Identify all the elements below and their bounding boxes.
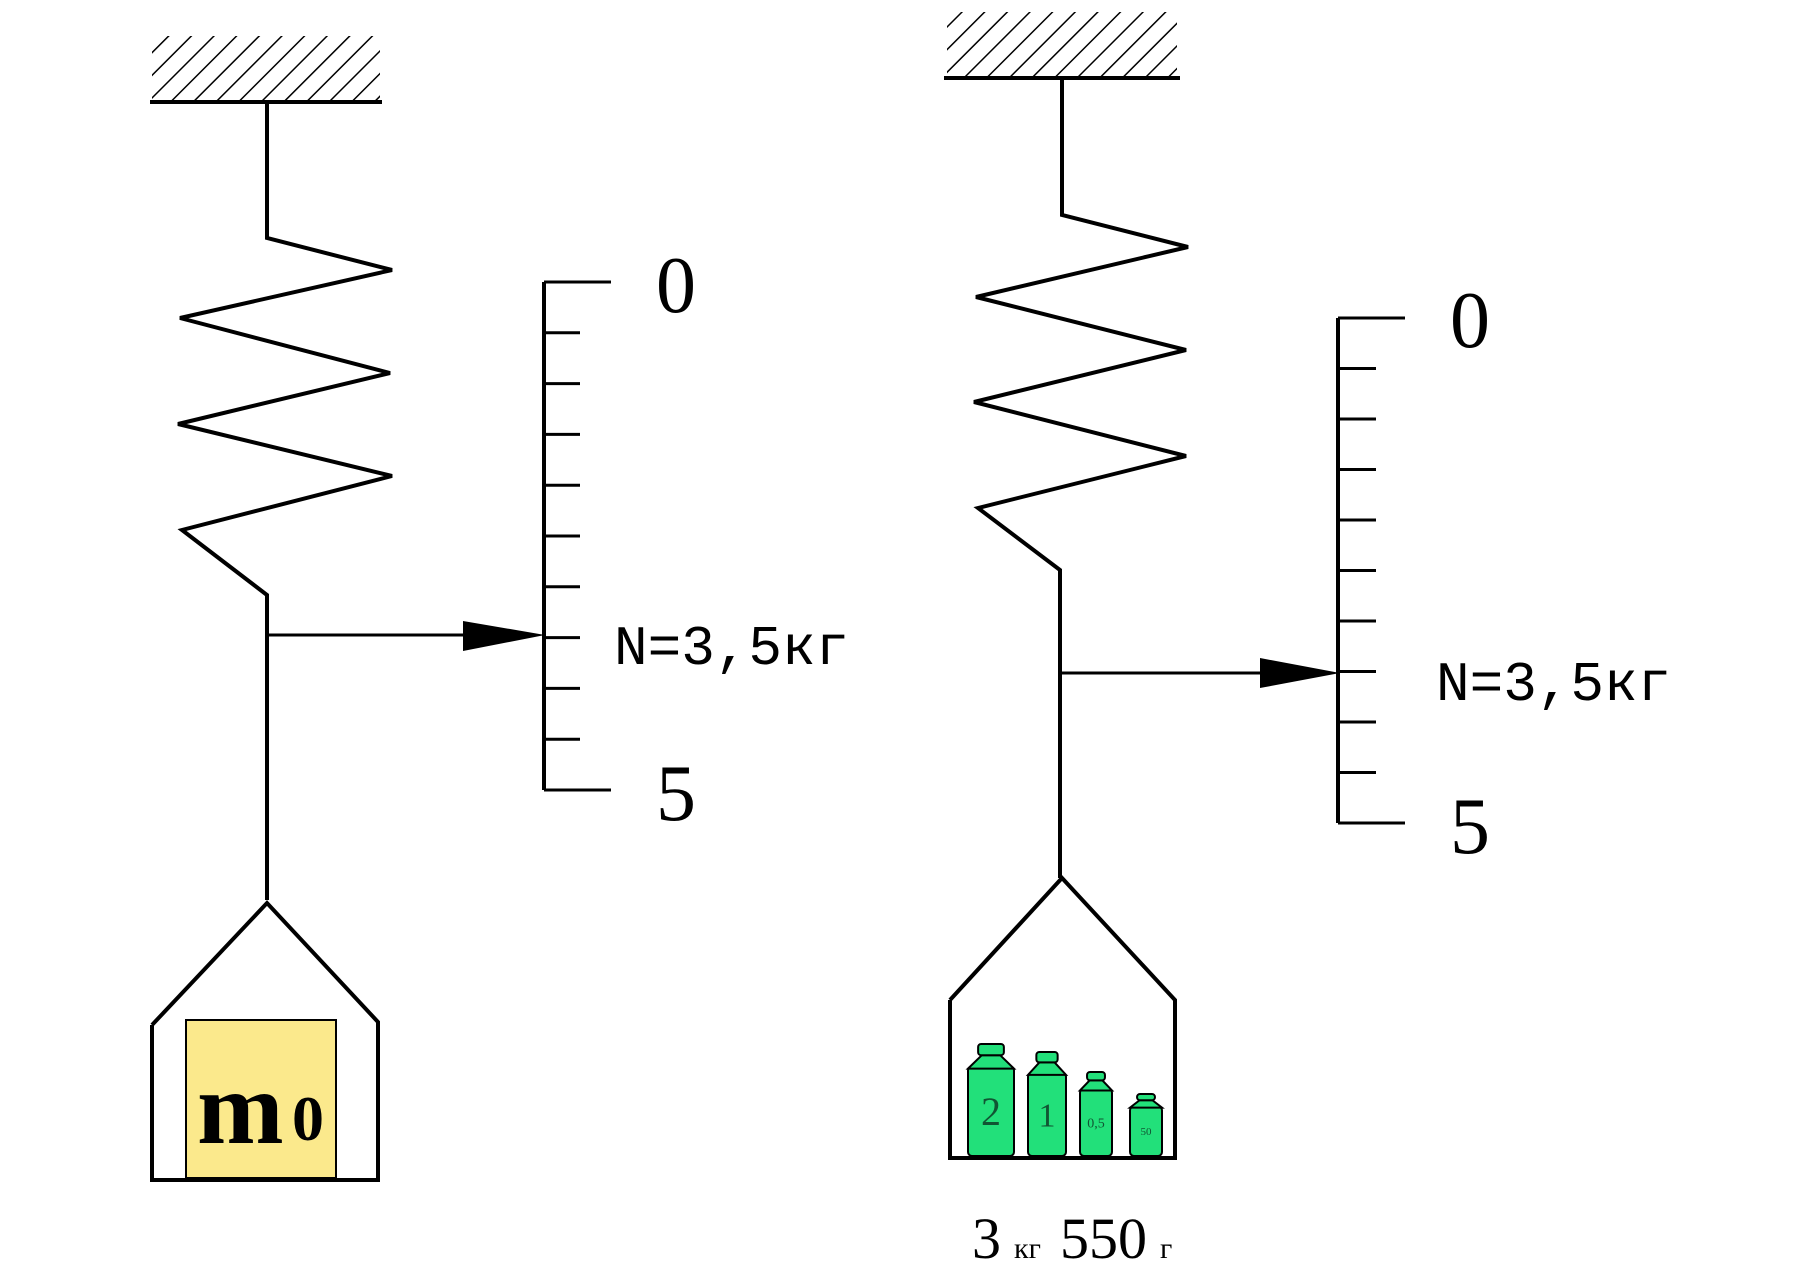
left-ceiling-hatch	[152, 36, 380, 100]
right-hanger	[948, 875, 1177, 1160]
weight-1: 2	[965, 1043, 1017, 1158]
left-scale-reading: N=3,5кг	[614, 617, 849, 681]
right-weights: 2 1 0,5 50	[965, 1043, 1165, 1158]
left-setup: m 0 0 5 N=3,5кг	[150, 36, 849, 1182]
total-g-unit: г	[1160, 1232, 1172, 1265]
left-mass-box: m 0	[185, 1019, 337, 1179]
right-scale-reading: N=3,5кг	[1436, 653, 1671, 717]
right-spring	[973, 78, 1189, 878]
right-pointer-arrow	[1060, 658, 1340, 688]
weight-2: 1	[1025, 1051, 1069, 1158]
mass-label-sub: 0	[292, 1083, 324, 1154]
weight-3-label: 0,5	[1087, 1116, 1105, 1131]
right-ceiling-hatch	[947, 12, 1177, 76]
right-scale	[1336, 316, 1405, 825]
left-scale-top-label: 0	[656, 242, 696, 330]
right-scale-top-label: 0	[1450, 277, 1490, 365]
left-scale-bottom-label: 5	[656, 750, 696, 838]
weight-3: 0,5	[1077, 1071, 1115, 1158]
weight-4-label: 50	[1141, 1126, 1153, 1138]
weight-4: 50	[1127, 1093, 1165, 1158]
left-spring	[177, 102, 393, 900]
left-pointer-arrow	[267, 621, 545, 651]
weight-1-label: 2	[981, 1089, 1001, 1134]
right-setup: 2 1 0,5 50 0 5 N=3,5кг 3 кг 550 г	[944, 12, 1671, 1267]
left-hanger	[150, 900, 380, 1182]
total-kg-value: 3	[972, 1206, 1001, 1267]
total-kg-unit: кг	[1014, 1232, 1041, 1265]
right-scale-bottom-label: 5	[1450, 783, 1490, 871]
left-scale	[542, 280, 611, 792]
mass-label-main: m	[197, 1051, 284, 1166]
total-mass-caption: 3 кг 550 г	[972, 1206, 1172, 1267]
right-ceiling	[944, 12, 1180, 80]
weight-2-label: 1	[1039, 1097, 1056, 1134]
left-ceiling	[150, 36, 382, 104]
total-g-value: 550	[1060, 1206, 1147, 1267]
